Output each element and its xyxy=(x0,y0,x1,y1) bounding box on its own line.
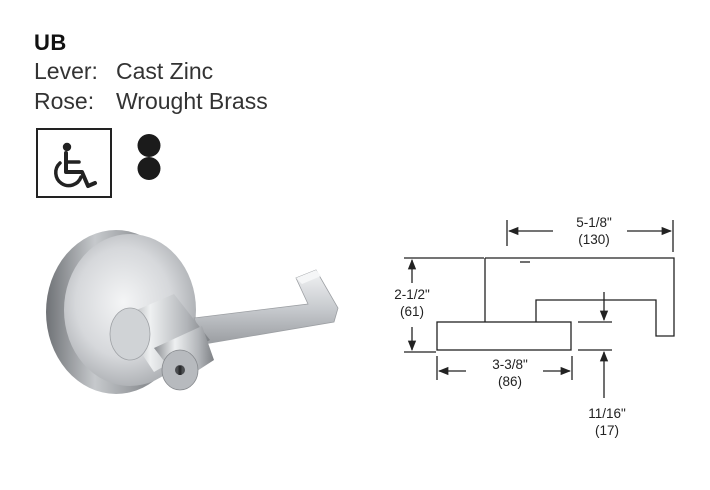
projection-mm: (130) xyxy=(578,232,610,247)
rose-thickness-dimension: 11/16" (17) xyxy=(577,405,637,439)
height-mm: (61) xyxy=(399,304,424,319)
ada-badge xyxy=(36,128,112,198)
double-dot-icon xyxy=(137,134,161,180)
projection-dimension: 5-1/8" (130) xyxy=(558,214,630,248)
lever-label: Lever: xyxy=(34,58,98,84)
wheelchair-accessibility-icon xyxy=(54,142,97,188)
rose-thickness-inches: 11/16" xyxy=(588,406,626,421)
product-model: UB xyxy=(34,30,67,55)
rose-inches: 3-3/8" xyxy=(492,357,528,372)
height-inches: 2-1/2" xyxy=(394,287,430,302)
projection-inches: 5-1/8" xyxy=(576,215,612,230)
rose-value: Wrought Brass xyxy=(116,88,268,114)
rose-mm: (86) xyxy=(497,374,522,389)
rose-dimension: 3-3/8" (86) xyxy=(474,356,546,390)
height-dimension: 2-1/2" (61) xyxy=(384,286,440,320)
rose-label: Rose: xyxy=(34,88,95,114)
lever-value: Cast Zinc xyxy=(116,58,214,84)
lever-handle-photo xyxy=(46,230,339,394)
rose-thickness-mm: (17) xyxy=(594,423,619,438)
rose-material: Rose: Wrought Brass xyxy=(34,88,268,115)
lever-material: Lever: Cast Zinc xyxy=(34,58,213,85)
